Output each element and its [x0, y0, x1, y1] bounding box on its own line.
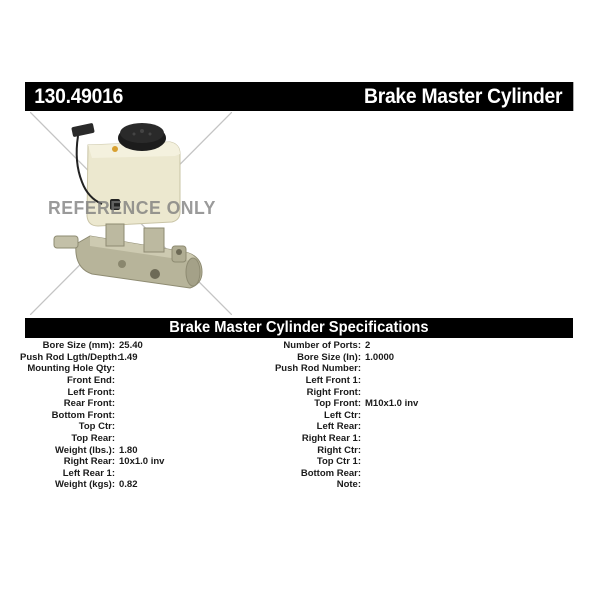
spec-row-bore-size-in: Bore Size (In): 1.0000	[270, 352, 418, 364]
spec-row-weight-kgs: Weight (kgs): 0.82	[20, 479, 164, 491]
spec-row-bottom-front: Bottom Front:	[20, 410, 164, 422]
spec-row-right-ctr: Right Ctr:	[270, 444, 418, 456]
spec-value: 2	[365, 340, 371, 352]
spec-label: Rear Front:	[63, 398, 115, 410]
spec-row-left-rear: Left Rear:	[270, 421, 418, 433]
spec-label: Right Rear 1:	[301, 433, 361, 445]
spec-label: Left Rear 1:	[62, 467, 115, 479]
part-number: 130.49016	[34, 84, 124, 108]
spec-label: Bottom Front:	[51, 409, 115, 421]
spec-label: Top Rear:	[71, 433, 115, 445]
spec-label: Right Front:	[306, 386, 361, 398]
product-type: Brake Master Cylinder	[364, 84, 563, 108]
spec-row-top-front: Top Front: M10x1.0 inv	[270, 398, 418, 410]
spec-label: Left Ctr:	[324, 409, 361, 421]
spec-label: Left Front:	[67, 386, 116, 398]
spec-row-right-rear: Right Rear: 10x1.0 inv	[20, 456, 165, 468]
spec-label: Number of Ports:	[283, 340, 361, 352]
brake-master-cylinder-illustration	[30, 112, 232, 315]
spec-row-right-rear-1: Right Rear 1:	[270, 433, 418, 445]
spec-value: 25.40	[119, 340, 143, 352]
spec-value: 1.0000	[365, 351, 395, 363]
spec-label: Bottom Rear:	[300, 467, 361, 479]
product-image	[30, 112, 232, 315]
spec-label: Weight (lbs.):	[55, 444, 115, 456]
spec-row-left-front: Left Front:	[20, 386, 164, 398]
specs-left-column: Bore Size (mm): 25.40 Push Rod Lgth/Depth…	[20, 340, 164, 491]
spec-label: Note:	[336, 479, 361, 491]
spec-label: Push Rod Lgth/Depth:	[20, 351, 121, 363]
spec-row-weight-lbs: Weight (lbs.): 1.80	[20, 444, 164, 456]
spec-label: Mounting Hole Qty:	[27, 363, 115, 375]
spec-row-push-rod-length: Push Rod Lgth/Depth:1.49	[20, 352, 164, 364]
spec-label: Top Ctr:	[78, 421, 115, 433]
spec-value: M10x1.0 inv	[365, 398, 419, 410]
spec-label: Weight (kgs):	[55, 479, 115, 491]
spec-label: Bore Size (In):	[297, 351, 361, 363]
spec-row-bottom-rear: Bottom Rear:	[270, 468, 418, 480]
spec-label: Front End:	[66, 375, 115, 387]
spec-label: Top Front:	[314, 398, 361, 410]
spec-row-top-rear: Top Rear:	[20, 433, 164, 445]
spec-row-top-ctr-1: Top Ctr 1:	[270, 456, 418, 468]
spec-label: Right Rear:	[63, 456, 115, 468]
spec-row-bore-size-mm: Bore Size (mm): 25.40	[20, 340, 164, 352]
spec-label: Left Rear:	[316, 421, 361, 433]
spec-row-rear-front: Rear Front:	[20, 398, 164, 410]
spec-value: 1.49	[119, 351, 138, 363]
reference-only-watermark: REFERENCE ONLY	[48, 198, 216, 218]
spec-label: Push Rod Number:	[274, 363, 361, 375]
specifications-header: Brake Master Cylinder Specifications	[25, 318, 573, 338]
spec-label: Bore Size (mm):	[42, 340, 115, 352]
spec-value: 10x1.0 inv	[119, 456, 165, 468]
spec-row-right-front: Right Front:	[270, 386, 418, 398]
title-bar: 130.49016 Brake Master Cylinder	[25, 82, 574, 111]
spec-row-number-of-ports: Number of Ports: 2	[270, 340, 418, 352]
spec-label: Top Ctr 1:	[316, 456, 361, 468]
spec-row-left-front-1: Left Front 1:	[270, 375, 418, 387]
spec-value: 1.80	[119, 444, 138, 456]
spec-row-push-rod-number: Push Rod Number:	[270, 363, 418, 375]
spec-label: Right Ctr:	[317, 444, 361, 456]
spec-row-note: Note:	[270, 479, 418, 491]
spec-row-left-rear-1: Left Rear 1:	[20, 468, 164, 480]
spec-row-left-ctr: Left Ctr:	[270, 410, 418, 422]
spec-row-front-end: Front End:	[20, 375, 164, 387]
specs-right-column: Number of Ports:2 Bore Size (In):1.0000 …	[270, 340, 418, 491]
spec-row-top-ctr: Top Ctr:	[20, 421, 164, 433]
specifications-title: Brake Master Cylinder Specifications	[169, 319, 429, 336]
spec-label: Left Front 1:	[305, 375, 361, 387]
spec-row-mounting-hole-qty: Mounting Hole Qty:	[20, 363, 164, 375]
spec-value: 0.82	[119, 479, 138, 491]
